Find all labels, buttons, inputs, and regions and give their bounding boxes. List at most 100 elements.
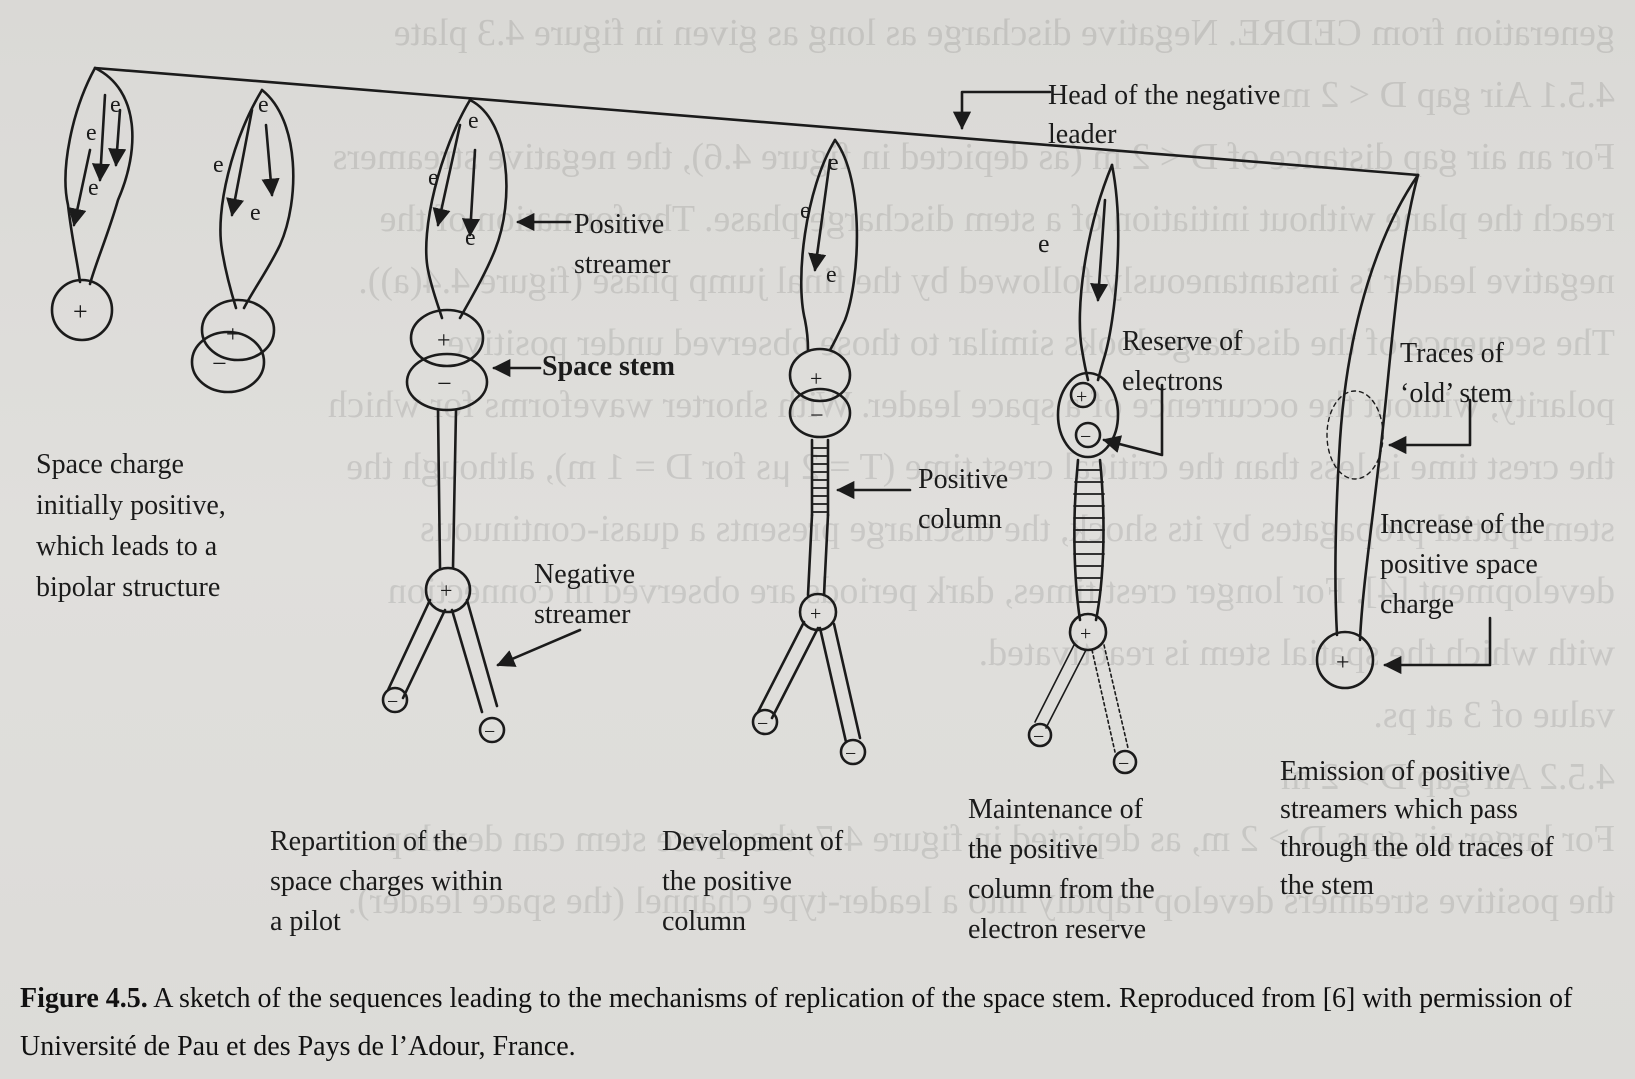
svg-text:e: e bbox=[800, 198, 811, 224]
positive-charge-ellipse bbox=[200, 298, 276, 362]
negative-charge-sphere bbox=[1074, 421, 1102, 449]
label-positive-streamer-1: Positive bbox=[574, 209, 665, 240]
negative-charge-ellipse bbox=[788, 387, 852, 439]
label-reserve-1: Reserve of bbox=[1122, 326, 1243, 357]
svg-text:e: e bbox=[428, 165, 439, 191]
stage-1-streamer: e e e + bbox=[50, 66, 134, 342]
stage-4-positive-column: e e e + − + − − bbox=[751, 138, 867, 766]
label-stage-4-line-3: column bbox=[662, 906, 746, 937]
stage-5-electron-reserve: e + − + − − bbox=[1027, 163, 1138, 775]
negative-tip-sphere bbox=[1112, 749, 1138, 775]
label-stage-1-line-3: which leads to a bbox=[36, 531, 218, 562]
label-stage-4-line-1: Development of bbox=[662, 826, 844, 857]
label-stage-3-line-3: a pilot bbox=[270, 906, 341, 937]
svg-text:+: + bbox=[437, 328, 451, 354]
svg-text:e: e bbox=[465, 225, 476, 251]
svg-text:−: − bbox=[845, 743, 856, 765]
negative-tip-sphere bbox=[381, 686, 409, 714]
svg-text:e: e bbox=[250, 200, 261, 226]
svg-text:e: e bbox=[86, 120, 97, 146]
svg-text:e: e bbox=[110, 92, 121, 118]
label-stage-3-line-2: space charges within bbox=[270, 866, 503, 897]
old-stem-trace bbox=[1326, 390, 1384, 480]
electron-reserve-ellipse bbox=[1056, 371, 1120, 459]
svg-text:+: + bbox=[810, 603, 821, 625]
label-stage-6-line-3: through the old traces of bbox=[1280, 832, 1554, 863]
svg-text:e: e bbox=[88, 175, 99, 201]
stage-6-positive-streamer: + bbox=[1315, 173, 1420, 690]
head-arrow bbox=[952, 90, 1052, 130]
figure-caption: Figure 4.5. A sketch of the sequences le… bbox=[20, 975, 1620, 1071]
svg-text:e: e bbox=[826, 262, 837, 288]
label-positive-column-2: column bbox=[918, 504, 1002, 535]
label-stage-3-line-1: Repartition of the bbox=[270, 826, 468, 857]
label-stage-5-line-4: electron reserve bbox=[968, 914, 1146, 945]
svg-text:−: − bbox=[757, 713, 768, 735]
svg-text:+: + bbox=[1080, 623, 1091, 645]
svg-text:e: e bbox=[258, 92, 269, 118]
label-stage-6-line-1: Emission of positive bbox=[1280, 756, 1511, 787]
svg-text:+: + bbox=[226, 322, 240, 348]
label-positive-column-1: Positive bbox=[918, 464, 1009, 495]
negative-leader-head-line bbox=[93, 66, 1420, 177]
svg-text:−: − bbox=[484, 721, 495, 743]
svg-text:−: − bbox=[212, 349, 227, 378]
label-increase-1: Increase of the bbox=[1380, 509, 1545, 540]
svg-text:+: + bbox=[810, 366, 822, 391]
old-stem-arrow bbox=[1388, 398, 1472, 455]
negative-streamer-arrow bbox=[496, 628, 582, 667]
label-head-line-1: Head of the negative bbox=[1048, 80, 1281, 111]
label-negative-streamer-1: Negative bbox=[534, 559, 636, 590]
label-positive-streamer-2: streamer bbox=[574, 249, 671, 280]
label-traces-1: Traces of bbox=[1400, 338, 1504, 369]
label-stage-6-line-4: the stem bbox=[1280, 870, 1375, 901]
svg-text:−: − bbox=[387, 691, 398, 713]
positive-charge-sphere bbox=[1315, 630, 1375, 690]
svg-text:−: − bbox=[810, 403, 824, 429]
positive-charge-ellipse bbox=[409, 308, 485, 368]
positive-charge-sphere bbox=[1068, 612, 1108, 652]
positive-charge-ellipse bbox=[788, 347, 852, 403]
stem-sequence-diagram: e e e + e e e + − e e e bbox=[50, 66, 1492, 775]
reserve-arrow bbox=[1102, 383, 1164, 457]
label-stage-1-line-4: bipolar structure bbox=[36, 572, 221, 603]
label-stage-1-line-2: initially positive, bbox=[36, 490, 226, 521]
label-stage-5-line-3: column from the bbox=[968, 874, 1155, 905]
label-stage-5-line-1: Maintenance of bbox=[968, 794, 1143, 825]
svg-text:e: e bbox=[1038, 229, 1050, 258]
label-increase-3: charge bbox=[1380, 589, 1455, 620]
svg-text:e: e bbox=[213, 152, 224, 178]
negative-charge-ellipse bbox=[190, 330, 266, 394]
svg-text:−: − bbox=[1080, 426, 1091, 448]
label-traces-2: ‘old’ stem bbox=[1400, 378, 1513, 409]
label-stage-6-line-2: streamers which pass bbox=[1280, 794, 1518, 825]
stage-3-pilot: e e e + − + − − bbox=[381, 98, 508, 744]
label-reserve-2: electrons bbox=[1122, 366, 1224, 397]
svg-text:+: + bbox=[1076, 386, 1087, 408]
space-charge-arrow bbox=[1383, 616, 1492, 675]
label-head-line-2: leader bbox=[1048, 119, 1117, 150]
label-negative-streamer-2: streamer bbox=[534, 599, 631, 630]
negative-tip-sphere bbox=[1027, 722, 1053, 748]
negative-tip-sphere bbox=[478, 716, 506, 744]
label-increase-2: positive space bbox=[1380, 549, 1538, 580]
svg-text:+: + bbox=[73, 297, 88, 326]
label-stage-1-line-1: Space charge bbox=[36, 449, 184, 480]
positive-charge-sphere bbox=[424, 566, 472, 614]
svg-text:+: + bbox=[1336, 650, 1350, 676]
label-space-stem: Space stem bbox=[542, 351, 675, 382]
svg-text:+: + bbox=[440, 578, 452, 603]
caption-text: A sketch of the sequences leading to the… bbox=[20, 983, 1573, 1062]
svg-text:e: e bbox=[468, 108, 479, 134]
figure-number: Figure 4.5. bbox=[20, 983, 148, 1014]
svg-text:−: − bbox=[1033, 726, 1044, 748]
positive-column-striations bbox=[810, 438, 830, 517]
negative-tip-sphere bbox=[839, 738, 867, 766]
stage-2-bipolar: e e e + − bbox=[190, 88, 295, 394]
label-stage-4-line-2: the positive bbox=[662, 866, 792, 897]
negative-charge-ellipse bbox=[405, 352, 489, 412]
positive-charge-sphere bbox=[50, 278, 114, 342]
negative-tip-sphere bbox=[751, 708, 779, 736]
positive-column-striations bbox=[1073, 458, 1105, 622]
